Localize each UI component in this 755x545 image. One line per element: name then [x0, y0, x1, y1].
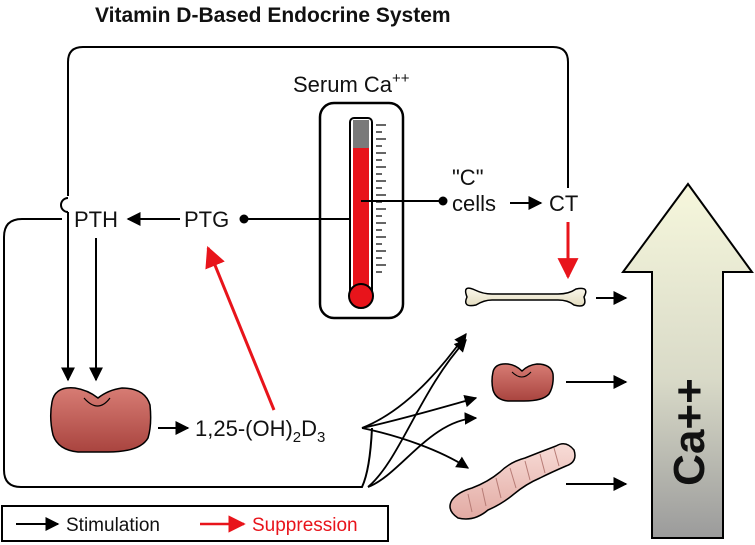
- calcium-up-arrow: [621, 182, 754, 539]
- node-ptg: PTG: [184, 207, 229, 232]
- calcium-arrow-label: Ca++: [665, 378, 714, 486]
- loop-crossing-bridge: [60, 197, 69, 213]
- feedback-loop-outer: [3, 218, 373, 488]
- node-c-cells-line2: cells: [452, 191, 496, 216]
- diagram-title: Vitamin D-Based Endocrine System: [95, 4, 451, 27]
- thermo-to-ptg-dot: [239, 214, 249, 224]
- feedback-loop-top: [67, 46, 569, 196]
- intestine-icon: [449, 443, 576, 520]
- node-pth: PTH: [74, 207, 118, 232]
- thermometer-label: Serum Ca++: [293, 70, 410, 97]
- legend-stimulation-label: Stimulation: [66, 515, 160, 536]
- legend: Stimulation Suppression: [1, 505, 389, 542]
- node-ct: CT: [549, 191, 578, 216]
- vitd-to-targets-arrows: [361, 332, 478, 488]
- vitd-to-ptg-suppression: [205, 246, 276, 411]
- node-c-cells-line1: "C": [452, 165, 484, 190]
- legend-suppression-label: Suppression: [252, 515, 358, 536]
- kidney-icon: [49, 387, 152, 453]
- bone-icon: [464, 287, 587, 307]
- kidney-small-icon: [491, 363, 554, 402]
- node-vitamin-d3: 1,25-(OH)2D3: [195, 416, 325, 446]
- thermo-to-ccells-dot: [438, 196, 448, 206]
- thermometer-icon: [318, 101, 405, 320]
